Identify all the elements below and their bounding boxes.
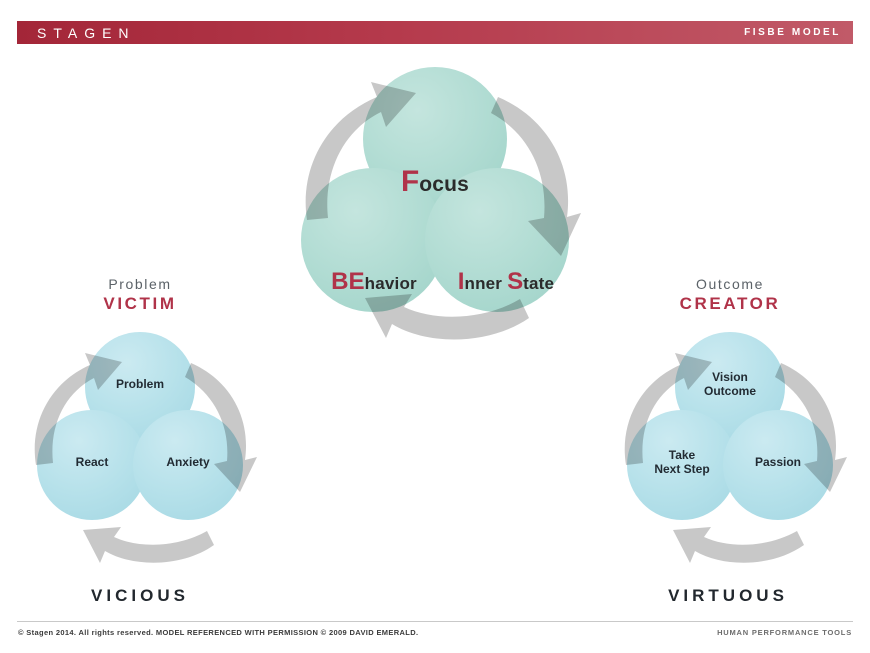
creator-heading: Outcome CREATOR xyxy=(600,276,860,314)
fisbe-cluster: Focus BEhavior Inner State xyxy=(285,55,585,340)
creator-heading-line2: CREATOR xyxy=(679,294,781,313)
fisbe-label-focus-rest: ocus xyxy=(419,173,470,196)
fisbe-label-behavior: BEhavior xyxy=(285,268,463,296)
victim-venn-svg xyxy=(34,332,257,563)
creator-circles-group xyxy=(627,332,833,520)
fisbe-label-inner-cap: I xyxy=(457,268,465,295)
creator-footer-label: VIRTUOUS xyxy=(668,586,788,605)
victim-heading: Problem VICTIM xyxy=(10,276,270,314)
creator-heading-line1: Outcome xyxy=(696,276,764,292)
fisbe-label-focus: Focus xyxy=(285,165,585,199)
fisbe-circle-inner-state xyxy=(425,168,569,312)
page-title: FISBE MODEL xyxy=(744,27,841,38)
creator-arrow-bottom-left-icon xyxy=(673,527,804,563)
fisbe-arrow-bottom-left-icon xyxy=(365,294,529,340)
creator-circle-passion xyxy=(723,410,833,520)
fisbe-label-focus-cap: F xyxy=(400,165,420,198)
fisbe-label-behavior-cap: BE xyxy=(331,268,365,295)
creator-venn-svg xyxy=(624,332,847,563)
footer-divider xyxy=(17,621,853,622)
victim-circles-group xyxy=(37,332,243,520)
header-bar: STAGEN FISBE MODEL xyxy=(17,21,853,44)
fisbe-label-state-rest: tate xyxy=(523,274,555,293)
creator-cluster: Vision Outcome Take Next Step Passion xyxy=(608,325,852,565)
fisbe-label-state-cap: S xyxy=(507,268,524,295)
fisbe-label-inner-state: Inner State xyxy=(427,268,585,296)
victim-heading-line2: VICTIM xyxy=(103,294,177,313)
fisbe-label-behavior-rest: havior xyxy=(364,274,417,293)
victim-circle-react xyxy=(37,410,147,520)
footer-tagline: HUMAN PERFORMANCE TOOLS xyxy=(717,628,852,637)
creator-circle-take-next-step xyxy=(627,410,737,520)
fisbe-label-inner-rest: nner xyxy=(464,274,503,293)
victim-footer-label: VICIOUS xyxy=(91,586,189,605)
victim-arrow-bottom-left-icon xyxy=(83,527,214,563)
fisbe-venn-svg xyxy=(301,67,581,340)
victim-cluster: Problem React Anxiety xyxy=(18,325,262,565)
copyright-text: © Stagen 2014. All rights reserved. MODE… xyxy=(18,628,419,637)
victim-circle-anxiety xyxy=(133,410,243,520)
stagen-logo: STAGEN xyxy=(37,24,136,41)
victim-heading-line1: Problem xyxy=(108,276,172,292)
fisbe-circle-behavior xyxy=(301,168,445,312)
fisbe-circles-group xyxy=(301,67,569,312)
